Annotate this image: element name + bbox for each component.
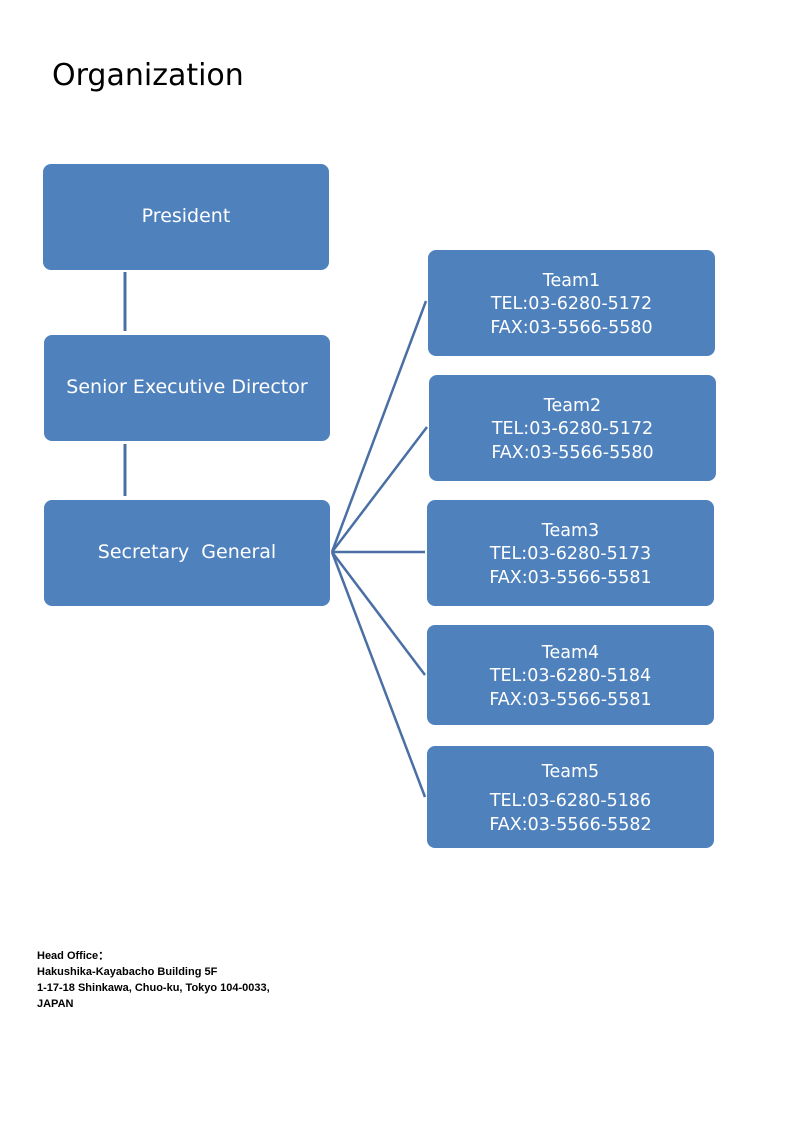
team-fax: FAX:03-5566-5581 xyxy=(489,567,652,588)
team-tel: TEL:03-6280-5184 xyxy=(489,666,652,687)
team-name: Team2 xyxy=(543,396,602,417)
senior-executive-director-label: Senior Executive Director xyxy=(66,376,308,399)
connector-sg-team4 xyxy=(331,551,426,676)
team-fax: FAX:03-5566-5580 xyxy=(490,317,653,338)
secretary-general-box: Secretary General xyxy=(44,500,330,606)
president-label: President xyxy=(141,205,231,228)
team4-box: Team4 TEL:03-6280-5184 FAX:03-5566-5581 xyxy=(427,625,714,725)
team-name: Team5 xyxy=(541,762,600,783)
address-label: Head Office： xyxy=(37,950,110,962)
team5-box: Team5 TEL:03-6280-5186 FAX:03-5566-5582 xyxy=(427,746,714,848)
team2-box: Team2 TEL:03-6280-5172 FAX:03-5566-5580 xyxy=(429,375,716,481)
team-tel: TEL:03-6280-5172 xyxy=(490,294,653,315)
team-name: Team1 xyxy=(542,271,601,292)
team-fax: FAX:03-5566-5582 xyxy=(489,814,652,835)
team-tel: TEL:03-6280-5172 xyxy=(491,419,654,440)
connector-sg-team5 xyxy=(330,551,427,798)
team-tel: TEL:03-6280-5186 xyxy=(489,791,652,812)
head-office-address: Head Office： Hakushika-Kayabacho Buildin… xyxy=(37,948,270,1012)
address-country: JAPAN xyxy=(37,998,74,1010)
team1-box: Team1 TEL:03-6280-5172 FAX:03-5566-5580 xyxy=(428,250,715,356)
address-street: 1-17-18 Shinkawa, Chuo-ku, Tokyo 104-003… xyxy=(37,982,270,994)
team3-box: Team3 TEL:03-6280-5173 FAX:03-5566-5581 xyxy=(427,500,714,606)
address-building: Hakushika-Kayabacho Building 5F xyxy=(37,966,218,978)
team-tel: TEL:03-6280-5173 xyxy=(489,544,652,565)
page-title: Organization xyxy=(52,58,244,93)
secretary-general-label: Secretary General xyxy=(97,541,277,564)
team-fax: FAX:03-5566-5581 xyxy=(489,689,652,710)
connector-sg-team1 xyxy=(330,300,428,553)
team-name: Team4 xyxy=(541,643,600,664)
team-fax: FAX:03-5566-5580 xyxy=(491,442,654,463)
president-box: President xyxy=(43,164,329,270)
connector-sg-team2 xyxy=(331,426,428,553)
senior-executive-director-box: Senior Executive Director xyxy=(44,335,330,441)
team-name: Team3 xyxy=(541,521,600,542)
